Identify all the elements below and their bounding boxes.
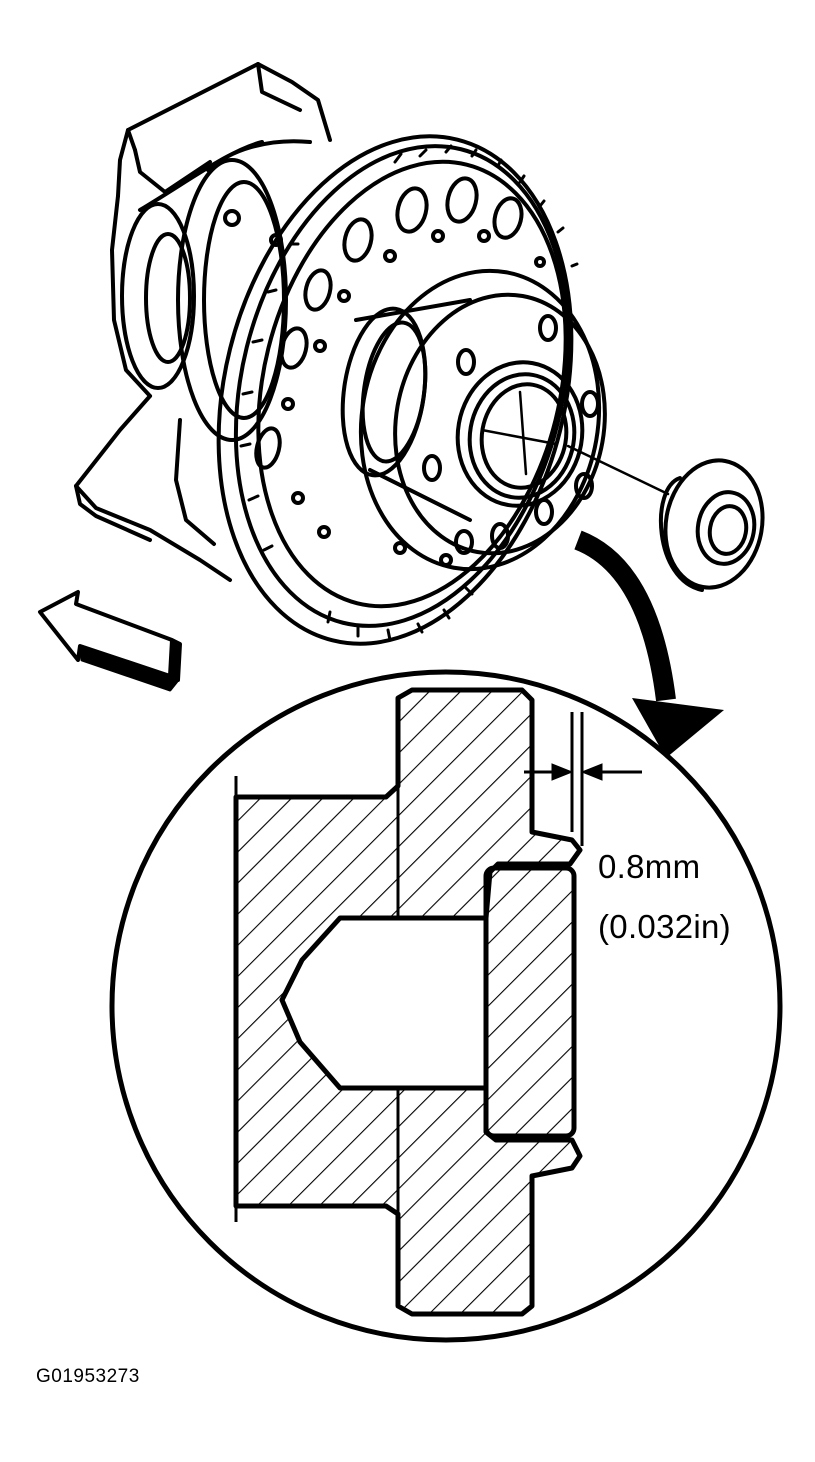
detail-callout-arrow-icon [574, 530, 724, 758]
detail-view [109, 669, 783, 1343]
assembly-centerline [566, 444, 670, 496]
installation-direction-arrow-icon [38, 590, 182, 692]
detail-view-circle [109, 669, 783, 1343]
crankshaft-hub [340, 268, 607, 572]
crankshaft-section [233, 687, 583, 1317]
crankshaft-assembly-illustration [74, 62, 765, 646]
gap-measurement-imperial: (0.032in) [598, 908, 731, 945]
pilot-bore [455, 360, 585, 508]
pilot-bearing-section [483, 865, 577, 1139]
gap-measurement-metric: 0.8mm [598, 848, 701, 885]
pilot-bearing [658, 458, 765, 592]
gap-dimension [524, 712, 642, 846]
crank-counterweight [74, 140, 264, 582]
figure-id: G01953273 [36, 1366, 140, 1387]
engine-block-bracket [110, 62, 332, 398]
reluctor-ring [216, 134, 579, 646]
